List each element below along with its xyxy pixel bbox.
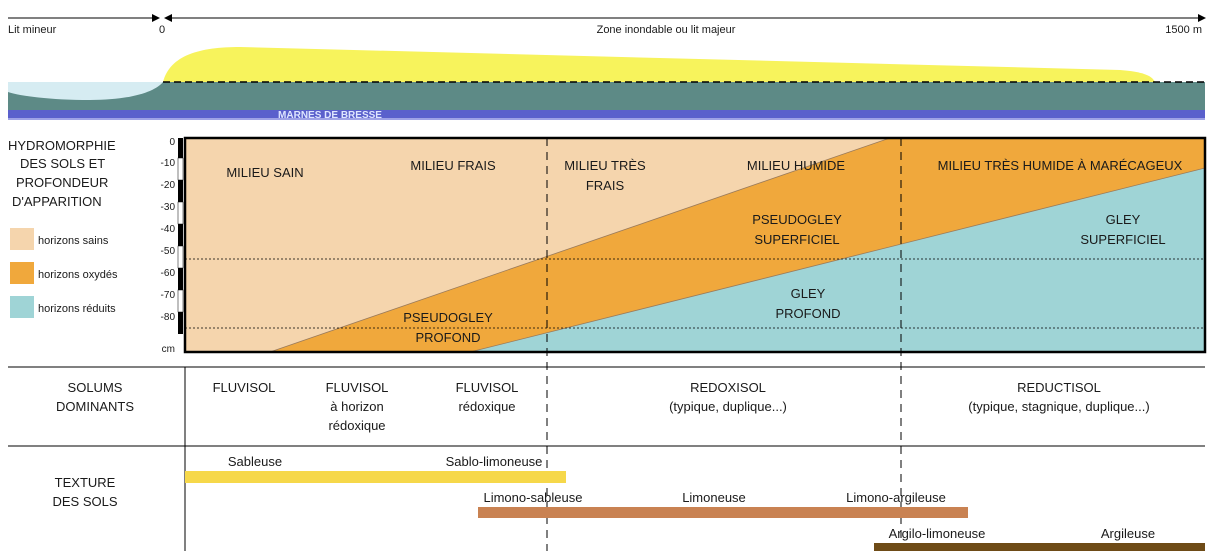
svg-text:-40: -40 <box>161 224 176 235</box>
legend: horizons sains horizons oxydés horizons … <box>10 228 118 318</box>
redoxisol-label-1: REDOXISOL <box>690 380 766 395</box>
zone-inondable-label: Zone inondable ou lit majeur <box>597 24 736 36</box>
fluvisol-redox-label-1: FLUVISOL <box>456 380 519 395</box>
texture-bar-argile <box>874 543 1205 551</box>
arrow-right-icon <box>152 14 160 22</box>
depth-scale: 0 -10 -20 -30 -40 -50 -60 -70 -80 cm <box>161 137 184 355</box>
svg-text:-20: -20 <box>161 180 176 191</box>
svg-text:PROFONDEUR: PROFONDEUR <box>16 175 108 190</box>
svg-text:-60: -60 <box>161 268 176 279</box>
distance-axis: Lit mineur 0 Zone inondable ou lit majeu… <box>8 14 1206 36</box>
fluvisol-horizon-label-1: FLUVISOL <box>326 380 389 395</box>
svg-text:-80: -80 <box>161 312 176 323</box>
svg-text:-70: -70 <box>161 290 176 301</box>
reductisol-label-2: (typique, stagnique, duplique...) <box>968 399 1149 414</box>
zero-label: 0 <box>159 24 165 36</box>
milieu-tres-humide-label: MILIEU TRÈS HUMIDE À MARÉCAGEUX <box>938 158 1183 173</box>
distance-end-label: 1500 m <box>1165 24 1202 36</box>
marnes-band <box>8 110 1205 118</box>
milieu-frais-label: MILIEU FRAIS <box>410 158 496 173</box>
argilo-limoneuse-label: Argilo-limoneuse <box>889 526 986 541</box>
legend-swatch-reduits <box>10 296 34 318</box>
legend-swatch-sains <box>10 228 34 250</box>
svg-text:HYDROMORPHIE: HYDROMORPHIE <box>8 138 116 153</box>
svg-text:cm: cm <box>162 344 175 355</box>
arrow-end-icon <box>1198 14 1206 22</box>
svg-text:D'APPARITION: D'APPARITION <box>12 194 102 209</box>
marnes-label: MARNES DE BRESSE <box>278 110 382 121</box>
river-channel-water <box>8 82 163 100</box>
solums-section: SOLUMS DOMINANTS FLUVISOL FLUVISOL à hor… <box>56 380 1150 433</box>
fluvisol-horizon-label-3: rédoxique <box>328 418 385 433</box>
solums-title-2: DOMINANTS <box>56 399 134 414</box>
floodplain-soil-band <box>8 82 1205 110</box>
milieu-humide-label: MILIEU HUMIDE <box>747 158 846 173</box>
gley-profond-label-1: GLEY <box>791 286 826 301</box>
texture-bar-sable <box>185 471 566 483</box>
lit-mineur-label: Lit mineur <box>8 24 57 36</box>
hydro-frame <box>183 136 1207 354</box>
texture-title-2: DES SOLS <box>52 494 117 509</box>
gley-profond-label-2: PROFOND <box>776 306 841 321</box>
svg-text:-30: -30 <box>161 202 176 213</box>
pseudogley-superficiel-label-2: SUPERFICIEL <box>754 232 839 247</box>
legend-swatch-oxydes <box>10 262 34 284</box>
milieu-tres-frais-label-1: MILIEU TRÈS <box>564 158 646 173</box>
limono-sableuse-label: Limono-sableuse <box>483 490 582 505</box>
fluvisol-horizon-label-2: à horizon <box>330 399 383 414</box>
redoxisol-label-2: (typique, duplique...) <box>669 399 787 414</box>
limono-argileuse-label: Limono-argileuse <box>846 490 946 505</box>
pseudogley-profond-label-1: PSEUDOGLEY <box>403 310 493 325</box>
pseudogley-superficiel-label-1: PSEUDOGLEY <box>752 212 842 227</box>
alluvial-deposit-shape <box>163 47 1155 82</box>
hydro-title: HYDROMORPHIE DES SOLS ET PROFONDEUR D'AP… <box>8 138 116 209</box>
milieu-tres-frais-label-2: FRAIS <box>586 178 625 193</box>
arrow-left-icon <box>164 14 172 22</box>
milieu-sain-label: MILIEU SAIN <box>226 165 303 180</box>
svg-text:DES SOLS ET: DES SOLS ET <box>20 156 105 171</box>
cross-section: MARNES DE BRESSE <box>8 47 1205 121</box>
sablo-limoneuse-label: Sablo-limoneuse <box>446 454 543 469</box>
sableuse-label: Sableuse <box>228 454 282 469</box>
argileuse-label: Argileuse <box>1101 526 1155 541</box>
texture-section: TEXTURE DES SOLS Sableuse Sablo-limoneus… <box>52 454 1205 551</box>
texture-bar-limon <box>478 507 968 518</box>
legend-label-reduits: horizons réduits <box>38 303 116 315</box>
gley-superficiel-label-2: SUPERFICIEL <box>1080 232 1165 247</box>
svg-text:-50: -50 <box>161 246 176 257</box>
gley-superficiel-label-1: GLEY <box>1106 212 1141 227</box>
solums-title-1: SOLUMS <box>68 380 123 395</box>
fluvisol-redox-label-2: rédoxique <box>458 399 515 414</box>
legend-label-sains: horizons sains <box>38 235 109 247</box>
depth-scale-black-segment <box>178 138 183 158</box>
svg-text:-10: -10 <box>161 158 176 169</box>
fluvisol-label: FLUVISOL <box>213 380 276 395</box>
limoneuse-label: Limoneuse <box>682 490 746 505</box>
texture-title-1: TEXTURE <box>55 475 116 490</box>
reductisol-label-1: REDUCTISOL <box>1017 380 1101 395</box>
legend-label-oxydes: horizons oxydés <box>38 269 118 281</box>
pseudogley-profond-label-2: PROFOND <box>416 330 481 345</box>
svg-text:0: 0 <box>169 137 175 148</box>
hydromorphy-section: HYDROMORPHIE DES SOLS ET PROFONDEUR D'AP… <box>8 136 1207 355</box>
